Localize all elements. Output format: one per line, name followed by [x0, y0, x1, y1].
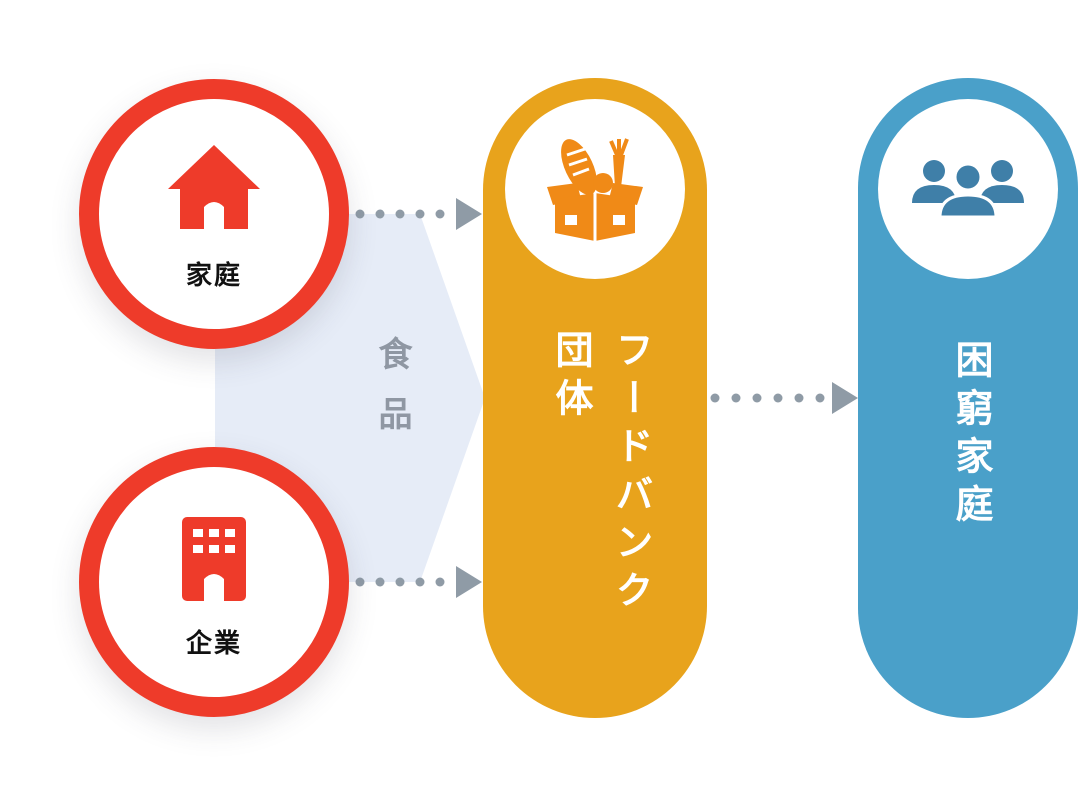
food-box-icon	[547, 138, 643, 241]
source-company-label: 企業	[185, 629, 242, 659]
recipient-pill: 困窮家庭	[858, 78, 1078, 718]
recipient-icon-circle	[878, 99, 1058, 279]
foodbank-icon-circle	[505, 99, 685, 279]
foodbank-label-main: フードバンク	[609, 330, 653, 618]
flow-label: 食品	[372, 336, 412, 456]
arrow-home-to-foodbank	[355, 198, 482, 230]
arrow-company-to-foodbank	[355, 566, 482, 598]
arrow-foodbank-to-recipient	[710, 382, 858, 414]
source-home-label: 家庭	[185, 261, 242, 291]
source-home: 家庭	[79, 79, 349, 349]
recipient-label: 困窮家庭	[949, 340, 993, 532]
foodbank-label-sub: 団体	[549, 330, 593, 426]
source-company: 企業	[79, 447, 349, 717]
foodbank-pill: フードバンク 団体	[483, 78, 707, 718]
people-icon	[912, 160, 1024, 219]
house-icon	[168, 145, 260, 229]
building-icon	[182, 517, 246, 601]
